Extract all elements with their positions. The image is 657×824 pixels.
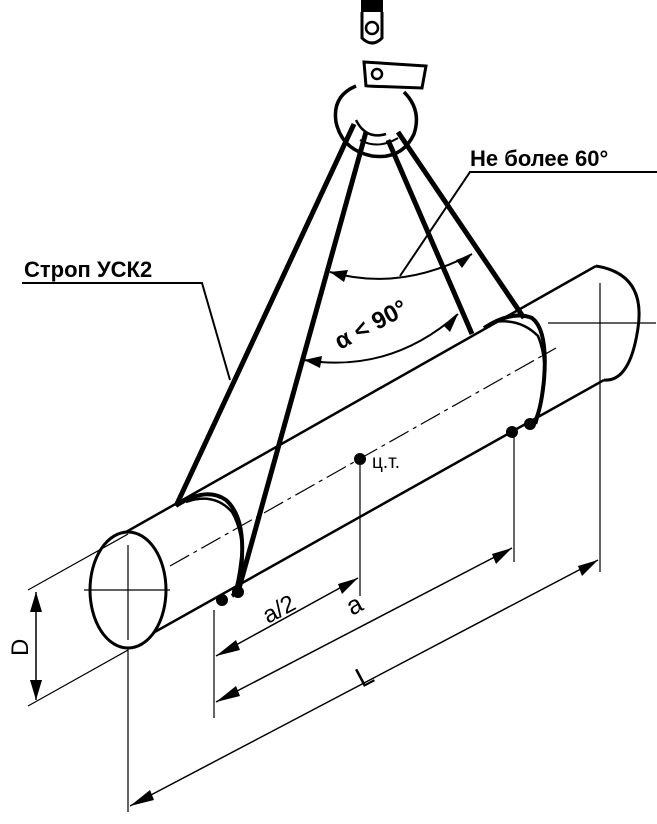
pipe — [84, 264, 656, 650]
half-a-label: a/2 — [258, 590, 300, 630]
crane-hook — [333, 0, 428, 159]
angle-arc-90 — [303, 313, 459, 364]
leader-lines — [22, 171, 657, 381]
angle-arcs — [303, 253, 473, 368]
diameter-label: D — [7, 639, 34, 656]
dimension-lines — [35, 547, 599, 807]
dim-L — [129, 559, 599, 807]
dim-a — [215, 547, 513, 703]
pipe-right-end — [595, 264, 641, 382]
angle-label: α < 90° — [330, 295, 412, 356]
extension-lines — [27, 368, 601, 812]
dim-half-a — [215, 577, 359, 657]
sling-leg-left-inner — [235, 131, 369, 593]
sling-leader — [22, 282, 231, 381]
sling-legs — [173, 122, 527, 593]
angle-arc-60 — [329, 253, 473, 280]
sling-leg-right-inner — [385, 139, 475, 335]
sling-leg-right-outer — [395, 130, 527, 320]
angle-leader — [399, 171, 657, 277]
sling-label: Строп УСК2 — [24, 257, 152, 282]
center-of-gravity-label: ц.т. — [372, 452, 400, 473]
max-angle-label: Не более 60° — [470, 146, 608, 171]
sling-loops — [174, 313, 547, 606]
sling-leg-left-outer — [173, 122, 357, 508]
a-label: a — [341, 588, 368, 622]
dimension-arrows — [30, 548, 598, 806]
center-of-gravity-point — [354, 453, 366, 465]
